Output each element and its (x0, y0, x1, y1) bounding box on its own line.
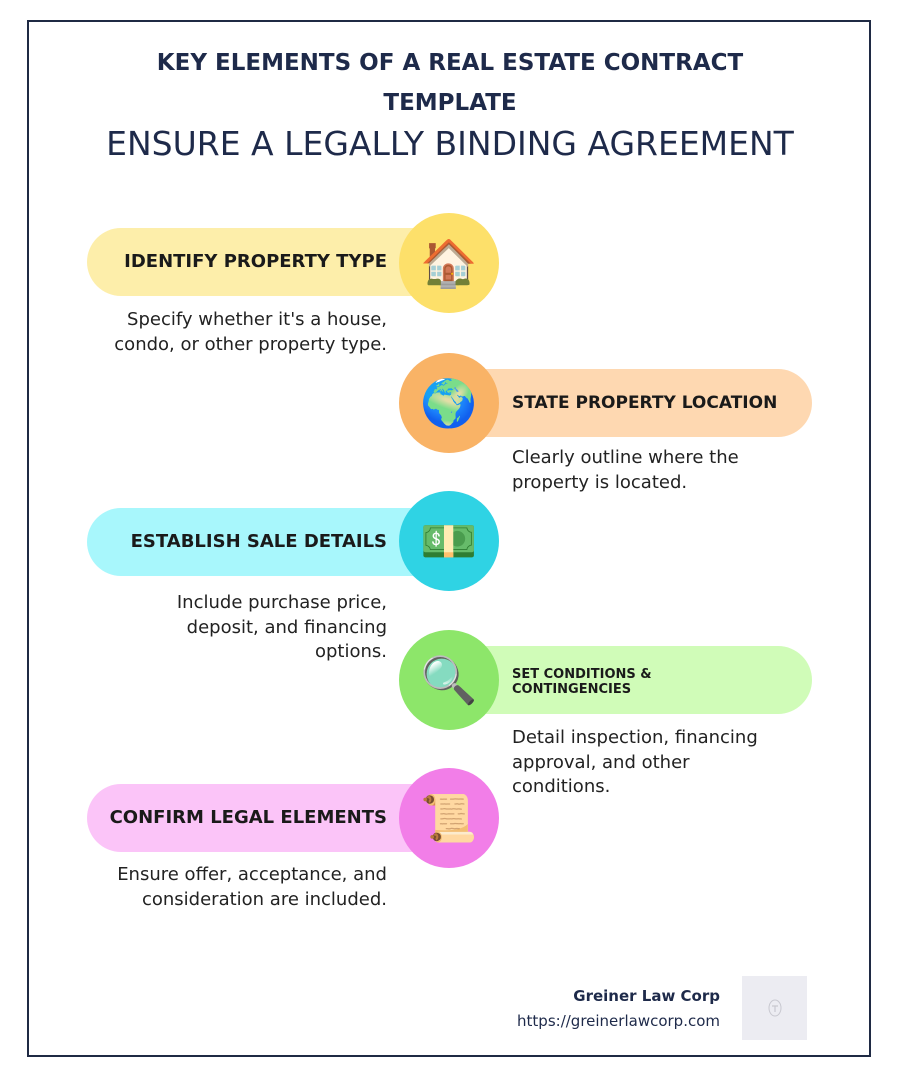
logo-icon (768, 999, 781, 1017)
step-3-title: ESTABLISH SALE DETAILS (130, 531, 387, 552)
step-5-desc: Ensure offer, acceptance, and considerat… (117, 864, 387, 910)
step-4-desc: Detail inspection, financing approval, a… (512, 727, 758, 797)
company-url[interactable]: https://greinerlawcorp.com (517, 1012, 720, 1030)
title-line-1: KEY ELEMENTS OF A REAL ESTATE CONTRACT (156, 50, 744, 76)
title-line-2: TEMPLATE (383, 90, 517, 116)
globe-icon: 🌍 (399, 353, 499, 453)
step-3-desc: Include purchase price, deposit, and fin… (176, 592, 387, 662)
step-2-desc: Clearly outline where the property is lo… (512, 447, 739, 493)
magnifier-icon: 🔍 (399, 630, 499, 730)
step-1-desc: Specify whether it's a house, condo, or … (114, 309, 387, 355)
money-icon: 💵 (399, 491, 499, 591)
scroll-icon: 📜 (399, 768, 499, 868)
company-name: Greiner Law Corp (573, 987, 720, 1005)
subtitle: ENSURE A LEGALLY BINDING AGREEMENT (106, 124, 794, 163)
house-icon: 🏠 (399, 213, 499, 313)
step-2-title: STATE PROPERTY LOCATION (512, 393, 778, 413)
company-logo (742, 976, 807, 1040)
frame-border (27, 20, 871, 1057)
step-1-title: IDENTIFY PROPERTY TYPE (124, 251, 387, 272)
step-4-title: SET CONDITIONS & CONTINGENCIES (512, 667, 652, 697)
step-5-title: CONFIRM LEGAL ELEMENTS (109, 807, 387, 828)
